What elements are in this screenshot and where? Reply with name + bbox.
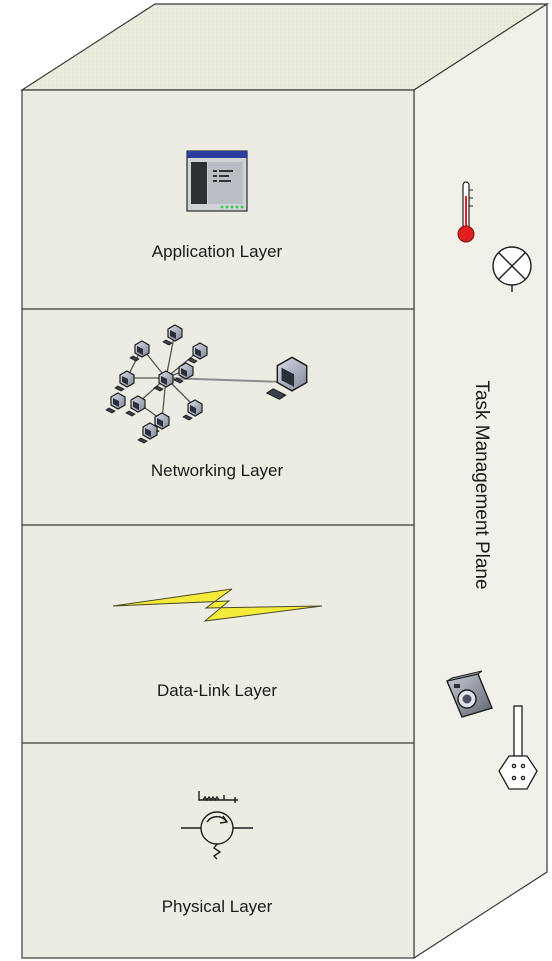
thermometer-icon [457, 181, 475, 243]
layer-label: Application Layer [152, 242, 283, 261]
application-layer: Application Layer [152, 150, 283, 261]
camera-icon [446, 670, 493, 718]
application-window-icon [186, 150, 248, 212]
network-cluster-icon [105, 324, 308, 444]
physical-layer: Physical Layer [162, 791, 273, 916]
lamp-indicator-icon [492, 246, 532, 292]
layer-label: Data-Link Layer [157, 681, 277, 700]
pump-sensor-icon [181, 791, 253, 860]
lightning-link-icon [112, 588, 323, 622]
probe-sensor-icon [498, 705, 538, 790]
task-management-plane: Task Management Plane [446, 181, 538, 790]
networking-layer: Networking Layer [105, 324, 308, 480]
data-link-layer: Data-Link Layer [112, 588, 323, 700]
box-front-face [21, 89, 415, 959]
layer-label: Networking Layer [151, 461, 284, 480]
layer-label: Physical Layer [162, 897, 273, 916]
plane-label: Task Management Plane [471, 380, 492, 589]
